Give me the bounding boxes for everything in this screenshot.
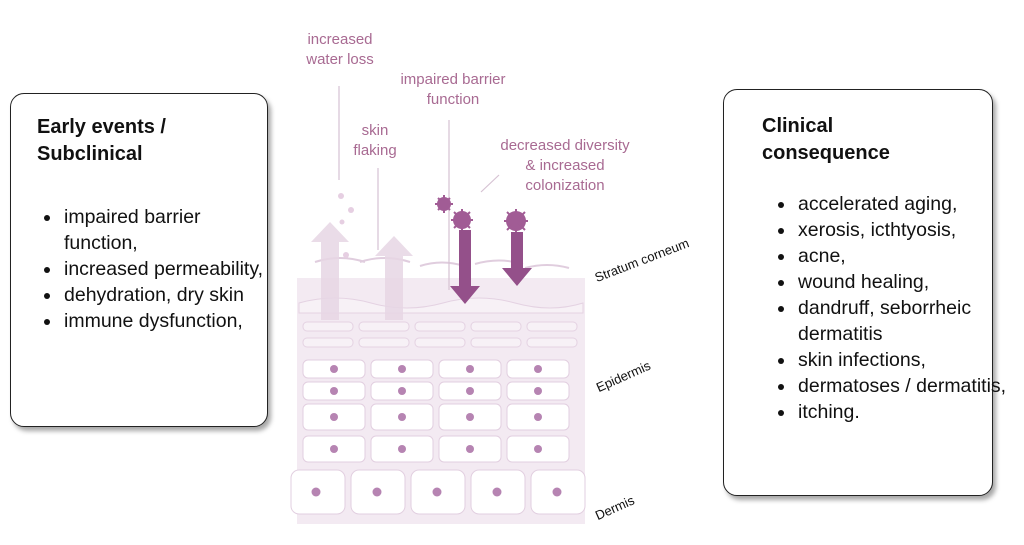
- list-item: itching.: [796, 399, 1016, 425]
- list-item: wound healing,: [796, 269, 1016, 295]
- list-item: immune dysfunction,: [62, 308, 277, 334]
- list-item: accelerated aging,: [796, 191, 1016, 217]
- annotation-water-loss: increased water loss: [306, 31, 374, 68]
- water-droplets: [338, 193, 354, 258]
- list-item: acne,: [796, 243, 1016, 269]
- water-loss-arrows: [311, 222, 413, 320]
- list-item: impaired barrier function,: [62, 204, 277, 256]
- colonization-arrows: [450, 230, 532, 304]
- list-item: dandruff, seborrheic dermatitis: [796, 295, 1016, 347]
- microbe-icons: [437, 197, 526, 231]
- list-item: dermatoses / dermatitis,: [796, 373, 1016, 399]
- annotation-lines: [338, 86, 500, 290]
- early-events-list: impaired barrier function, increased per…: [39, 204, 277, 334]
- dermis-nuclei: [311, 487, 562, 497]
- clinical-consequence-list: accelerated aging, xerosis, icthtyosis, …: [773, 191, 1016, 425]
- annotation-diversity-colonization: decreased diversity & increased coloniza…: [500, 137, 630, 194]
- annotation-impaired-barrier: impaired barrier function: [400, 71, 506, 108]
- list-item: xerosis, icthtyosis,: [796, 217, 1016, 243]
- clinical-consequence-panel: Clinical consequence accelerated aging, …: [723, 89, 1006, 496]
- list-item: skin infections,: [796, 347, 1016, 373]
- list-item: increased permeability,: [62, 256, 277, 282]
- clinical-consequence-title: Clinical consequence: [762, 115, 890, 164]
- epidermis-nuclei: [330, 365, 542, 453]
- early-events-panel: Early events / Subclinical impaired barr…: [10, 93, 268, 427]
- microbe-spikes: [435, 195, 528, 233]
- skin-diagram: increased water loss skin flaking impair…: [285, 0, 725, 540]
- early-events-title: Early events / Subclinical: [37, 116, 166, 165]
- skin-cross-section-graphic: [290, 86, 586, 524]
- list-item: dehydration, dry skin: [62, 282, 277, 308]
- annotation-skin-flaking: skin flaking: [353, 122, 397, 159]
